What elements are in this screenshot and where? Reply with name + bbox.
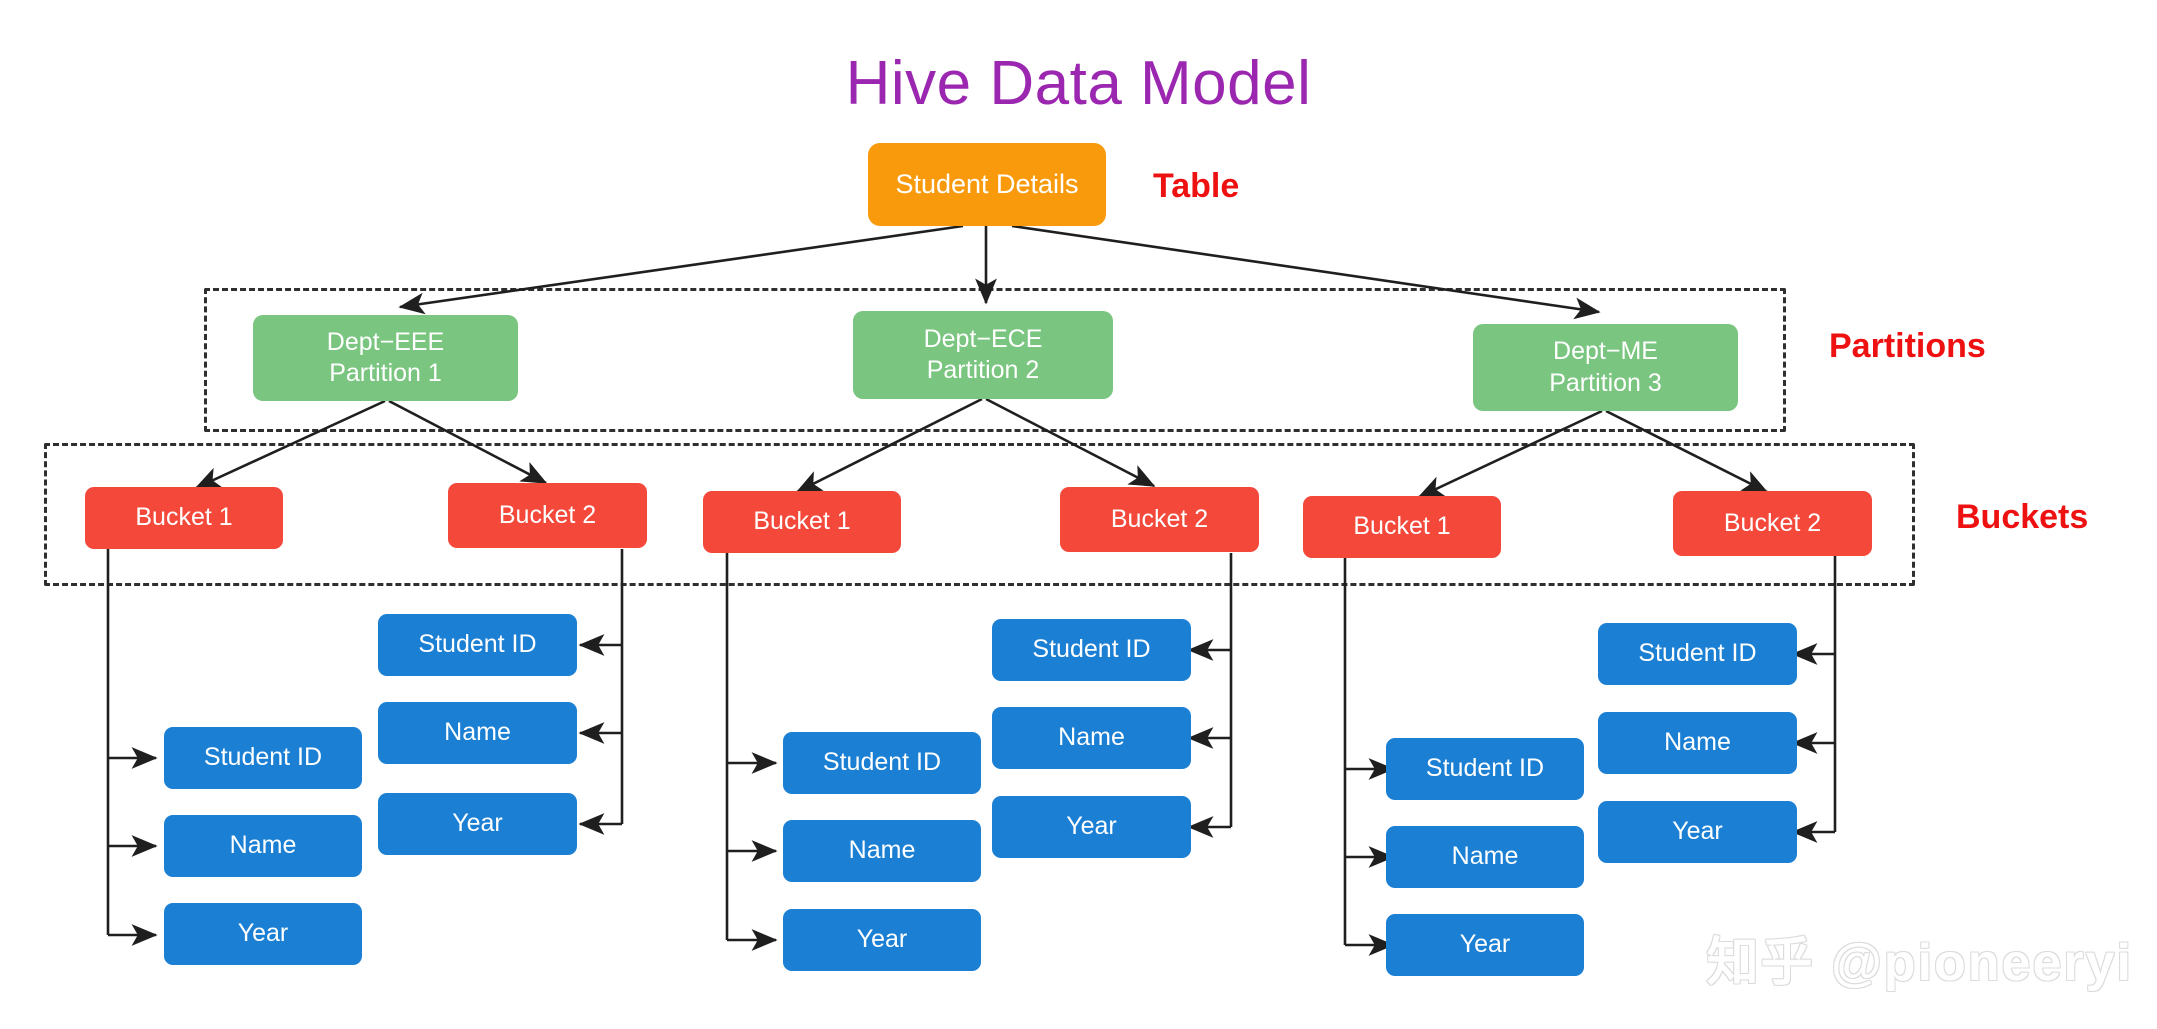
- field-label: Student ID: [203, 743, 323, 772]
- field-label: Year: [856, 925, 908, 954]
- partition-node-1[interactable]: Dept−EEE Partition 1: [253, 315, 518, 401]
- field-node-year[interactable]: Year: [783, 909, 981, 971]
- field-label: Year: [1066, 812, 1117, 841]
- field-node-student-id[interactable]: Student ID: [378, 614, 577, 676]
- partition-node-2[interactable]: Dept−ECE Partition 2: [853, 311, 1113, 399]
- field-node-name[interactable]: Name: [1598, 712, 1797, 774]
- partition-dept-label: Dept−EEE: [326, 327, 445, 356]
- field-node-name[interactable]: Name: [992, 707, 1191, 769]
- table-node-student-details[interactable]: Student Details: [868, 143, 1106, 226]
- field-label: Name: [1664, 728, 1731, 757]
- field-node-year[interactable]: Year: [1598, 801, 1797, 863]
- partition-index-label: Partition 2: [926, 356, 1040, 384]
- bucket-node-1[interactable]: Bucket 1: [85, 487, 283, 549]
- field-node-student-id[interactable]: Student ID: [783, 732, 981, 794]
- field-node-year[interactable]: Year: [164, 903, 362, 965]
- bucket-node-3[interactable]: Bucket 1: [703, 491, 901, 553]
- bucket-node-5[interactable]: Bucket 1: [1303, 496, 1501, 558]
- field-node-year[interactable]: Year: [378, 793, 577, 855]
- bucket-node-2[interactable]: Bucket 2: [448, 483, 647, 548]
- field-node-name[interactable]: Name: [783, 820, 981, 882]
- bucket-node-4[interactable]: Bucket 2: [1060, 487, 1259, 552]
- bucket-node-6[interactable]: Bucket 2: [1673, 491, 1872, 556]
- side-label-buckets: Buckets: [1956, 498, 2089, 536]
- bucket-label: Bucket 2: [1110, 504, 1209, 533]
- bucket-label: Bucket 1: [135, 503, 233, 532]
- buckets-group-frame: [44, 443, 1915, 586]
- side-label-table: Table: [1153, 167, 1240, 205]
- field-label: Student ID: [418, 630, 537, 659]
- field-node-name[interactable]: Name: [1386, 826, 1584, 888]
- table-node-label: Student Details: [895, 168, 1079, 199]
- field-label: Student ID: [822, 748, 942, 777]
- field-label: Student ID: [1032, 635, 1151, 664]
- field-label: Year: [237, 919, 289, 948]
- bucket-label: Bucket 1: [753, 507, 851, 536]
- field-label: Name: [444, 718, 511, 747]
- field-label: Name: [1451, 842, 1519, 871]
- field-node-year[interactable]: Year: [992, 796, 1191, 858]
- field-label: Student ID: [1425, 754, 1545, 783]
- page-title: Hive Data Model: [845, 49, 1312, 118]
- watermark: 知乎 @pioneeryi: [1706, 934, 2133, 992]
- partition-node-3[interactable]: Dept−ME Partition 3: [1473, 324, 1738, 411]
- field-node-student-id[interactable]: Student ID: [992, 619, 1191, 681]
- partition-dept-label: Dept−ECE: [923, 324, 1043, 353]
- field-label: Year: [452, 809, 503, 838]
- partition-index-label: Partition 3: [1549, 368, 1662, 397]
- bucket-label: Bucket 1: [1353, 512, 1451, 541]
- field-label: Student ID: [1638, 639, 1757, 668]
- bucket-label: Bucket 2: [1723, 508, 1822, 537]
- field-label: Year: [1672, 817, 1723, 846]
- partition-dept-label: Dept−ME: [1553, 337, 1658, 366]
- field-node-name[interactable]: Name: [164, 815, 362, 877]
- field-label: Name: [1058, 723, 1125, 752]
- field-label: Name: [848, 836, 916, 865]
- field-node-student-id[interactable]: Student ID: [1598, 623, 1797, 685]
- field-label: Year: [1459, 930, 1511, 959]
- partition-index-label: Partition 1: [329, 359, 442, 387]
- field-node-student-id[interactable]: Student ID: [1386, 738, 1584, 800]
- field-node-name[interactable]: Name: [378, 702, 577, 764]
- side-label-partitions: Partitions: [1829, 327, 1986, 365]
- field-label: Name: [229, 831, 297, 860]
- bucket-label: Bucket 2: [498, 500, 597, 529]
- field-node-student-id[interactable]: Student ID: [164, 727, 362, 789]
- field-node-year[interactable]: Year: [1386, 914, 1584, 976]
